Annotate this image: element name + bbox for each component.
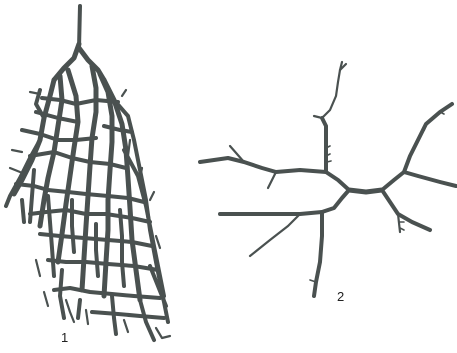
figure-label-2: 2 [337, 289, 344, 304]
figure-label-1: 1 [61, 330, 68, 345]
figure-1-network [6, 6, 170, 340]
figure-2-tree [200, 62, 456, 296]
